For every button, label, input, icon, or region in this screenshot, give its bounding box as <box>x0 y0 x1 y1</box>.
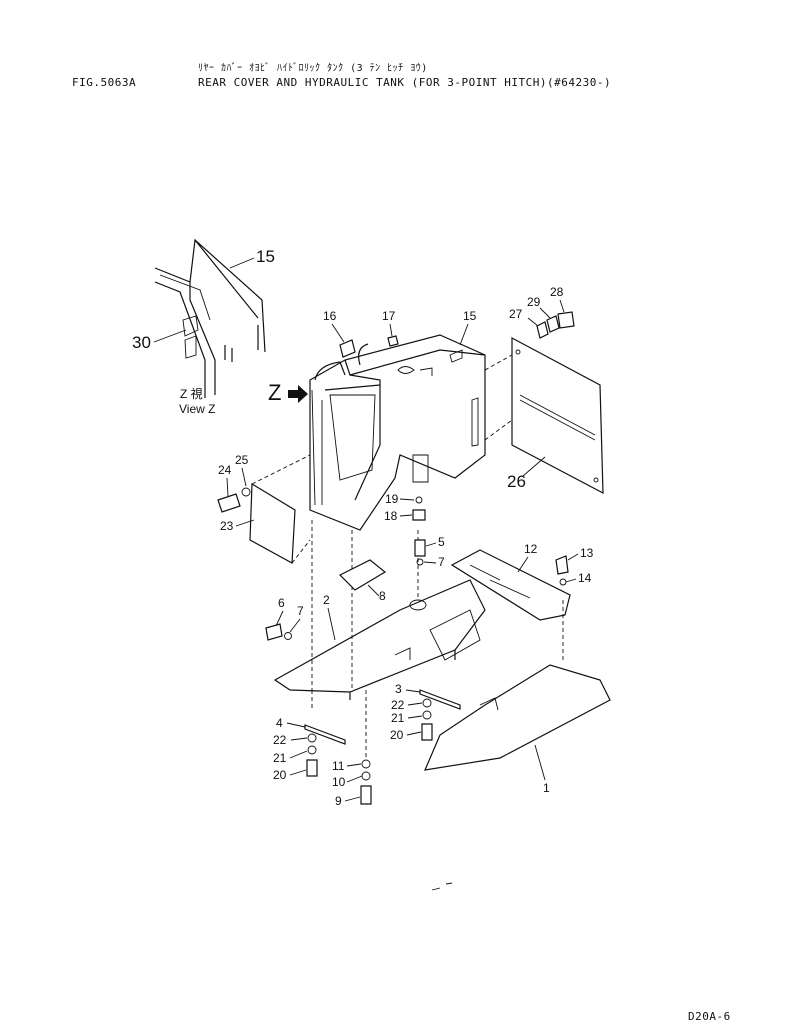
view-z-inset <box>154 238 266 398</box>
plug-part-18 <box>412 509 426 521</box>
callout-8: 8 <box>379 589 386 603</box>
callout-18: 18 <box>384 509 398 523</box>
callout-5: 5 <box>438 535 445 549</box>
callout-16: 16 <box>323 309 337 323</box>
washer-part-25 <box>241 487 251 497</box>
bolt-part-20-left <box>306 759 318 777</box>
callout-7-upper: 7 <box>438 555 445 569</box>
bolt-part-9 <box>360 785 372 805</box>
strip-part-3 <box>419 689 461 710</box>
callout-2: 2 <box>323 593 330 607</box>
callout-4: 4 <box>276 716 283 730</box>
callout-19: 19 <box>385 492 399 506</box>
cover-part-1 <box>424 664 611 771</box>
callout-20-left: 20 <box>273 768 287 782</box>
washer-part-10 <box>361 771 371 781</box>
washer-part-27 <box>536 321 549 339</box>
view-arrow-label: Z <box>268 380 281 405</box>
view-z-caption-jp: Z 視 <box>180 386 203 401</box>
washer-part-19 <box>415 496 423 504</box>
washer-part-7-upper <box>416 558 424 566</box>
washer-part-22-right <box>422 698 432 708</box>
callout-22-right: 22 <box>391 698 405 712</box>
title-japanese: ﾘﾔｰ ｶﾊﾞｰ ｵﾖﾋﾞ ﾊｲﾄﾞﾛﾘｯｸ ﾀﾝｸ (3 ﾃﾝ ﾋｯﾁ ﾖｳ) <box>198 63 428 74</box>
bracket-part-8 <box>338 559 387 591</box>
callout-14: 14 <box>578 571 592 585</box>
callout-23: 23 <box>220 519 234 533</box>
callout-27: 27 <box>509 307 523 321</box>
bolt-part-24 <box>217 493 241 513</box>
washer-part-21-left <box>307 745 317 755</box>
rear-cover-plate <box>511 336 604 495</box>
cover-part-23 <box>249 482 296 564</box>
callout-17: 17 <box>382 309 396 323</box>
callout-11: 11 <box>332 759 345 773</box>
callout-30: 30 <box>132 333 151 352</box>
callout-28: 28 <box>550 285 564 299</box>
callout-7-left: 7 <box>297 604 304 618</box>
callout-9: 9 <box>335 794 342 808</box>
callout-22-left: 22 <box>273 733 287 747</box>
view-z-caption-en: View Z <box>179 402 215 416</box>
callout-13: 13 <box>580 546 594 560</box>
floor-plate-part-2 <box>273 579 486 700</box>
callout-1: 1 <box>543 781 550 795</box>
callout-15-tank: 15 <box>463 309 477 323</box>
figure-number: FIG.5063A <box>72 76 137 89</box>
callout-21-right: 21 <box>391 711 405 725</box>
title-english: REAR COVER AND HYDRAULIC TANK (FOR 3-POI… <box>198 76 612 89</box>
callout-26: 26 <box>507 472 526 491</box>
callout-12: 12 <box>524 542 538 556</box>
plate-part-12 <box>450 549 571 621</box>
strip-part-4 <box>304 724 346 745</box>
washer-part-14 <box>559 578 567 586</box>
callout-24: 24 <box>218 463 232 477</box>
bolt-part-28 <box>557 311 575 329</box>
bolt-part-6 <box>265 623 283 641</box>
bolt-part-20-right <box>421 723 433 741</box>
callout-29: 29 <box>527 295 541 309</box>
hydraulic-tank <box>309 334 486 531</box>
washer-part-29 <box>546 315 560 333</box>
washer-part-21-right <box>422 710 432 720</box>
page-code: D20A-6 <box>688 1010 731 1023</box>
callout-15-inset: 15 <box>256 247 275 266</box>
filler-cap-part-16 <box>339 339 356 358</box>
washer-part-22-left <box>307 733 317 743</box>
callout-20-right: 20 <box>390 728 404 742</box>
view-arrow-icon <box>288 385 308 403</box>
breather-part-17 <box>387 335 399 347</box>
washer-part-11 <box>361 759 371 769</box>
callout-10: 10 <box>332 775 346 789</box>
callout-25: 25 <box>235 453 249 467</box>
callout-6: 6 <box>278 596 285 610</box>
washer-part-7-left <box>284 632 292 640</box>
callout-21-left: 21 <box>273 751 287 765</box>
bolt-part-5 <box>414 539 426 557</box>
callout-3: 3 <box>395 682 402 696</box>
bolt-part-13 <box>555 555 569 575</box>
